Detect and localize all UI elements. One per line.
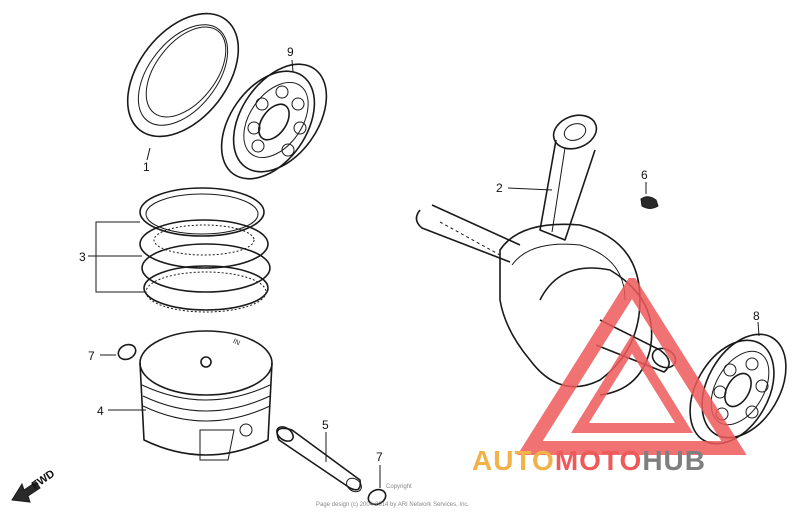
warning-triangle-icon (517, 278, 747, 455)
watermark-wordmark: AUTOMOTOHUB (472, 445, 797, 483)
watermark-logo (517, 278, 747, 455)
piston-pin (276, 426, 362, 493)
oil-seal (126, 12, 240, 138)
crankshaft-assembly (415, 114, 677, 396)
callout-7-upper: 7 (88, 349, 95, 363)
piston-ring-set (139, 187, 271, 313)
callout-5: 5 (322, 418, 329, 432)
copyright-mark: Copyright (386, 484, 412, 490)
wordmark-hub: HUB (642, 445, 706, 476)
wordmark-moto: MOTO (554, 445, 643, 476)
callout-2: 2 (496, 181, 503, 195)
ball-bearing (220, 63, 328, 180)
callout-9: 9 (287, 45, 294, 59)
fwd-arrow-icon (11, 481, 41, 503)
wordmark-auto: AUTO (472, 445, 555, 476)
callout-4: 4 (97, 404, 104, 418)
woodruff-key (640, 196, 659, 209)
callout-7-lower: 7 (376, 450, 383, 464)
callout-8: 8 (753, 309, 760, 323)
footer-copyright: Page design (c) 2004-2014 by ARI Network… (316, 502, 469, 508)
callout-6: 6 (641, 168, 648, 182)
crank-bearing (689, 333, 787, 445)
piston-stamp: IN (232, 338, 241, 347)
piston-pin-clip-lower (367, 488, 387, 506)
callout-3: 3 (79, 250, 86, 264)
callout-1: 1 (143, 160, 150, 174)
piston (139, 330, 273, 461)
piston-pin-clip-upper (117, 343, 137, 361)
fwd-label: FWD (30, 468, 57, 492)
fwd-indicator: FWD (11, 468, 57, 503)
